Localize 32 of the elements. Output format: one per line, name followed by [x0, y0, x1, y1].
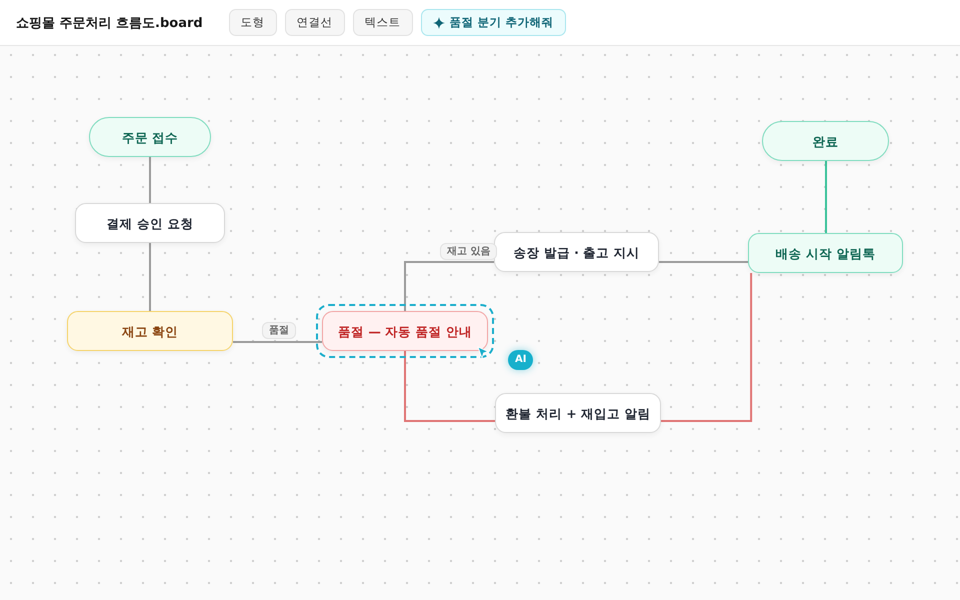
process-box [322, 311, 488, 351]
connector-line [233, 341, 322, 343]
connector-line [659, 261, 748, 263]
connector-line [404, 261, 494, 311]
process-box [67, 311, 233, 351]
process-box [494, 232, 659, 272]
tool-button: 연결선 [284, 9, 345, 36]
terminal-pill [89, 117, 211, 157]
node-text: 송장 발급 · 출고 지시 [513, 244, 640, 260]
node-text: 환불 처리 + 재입고 알림 [506, 406, 650, 420]
tool-button: 도형 [228, 9, 277, 36]
node-text: 완료 [812, 134, 838, 148]
tool-button: 텍스트 [352, 9, 413, 36]
node-text: 품절 — 자동 품절 안내 [338, 324, 472, 338]
connector-line [404, 351, 495, 422]
connector-line [149, 243, 151, 311]
node-text: 재고 확인 [122, 324, 178, 338]
node-text: 배송 시작 알림톡 [776, 246, 876, 260]
ai-badge: AI [508, 350, 534, 370]
terminal-pill [762, 121, 889, 161]
edge-label: 재고 있음 [440, 243, 498, 260]
file-title: 쇼핑몰 주문처리 흐름도.board [16, 14, 203, 32]
node-text: 결제 승인 요청 [106, 216, 194, 230]
ai-prompt-button: 품절 분기 추가해줘 [420, 9, 566, 36]
node-text: 주문 접수 [122, 130, 178, 144]
process-box [495, 393, 661, 433]
process-box [75, 203, 225, 243]
edge-label: 품절 [262, 322, 296, 339]
process-box [748, 233, 903, 273]
connector-line [825, 161, 827, 233]
connector-line [661, 273, 752, 422]
connector-line [149, 157, 151, 203]
